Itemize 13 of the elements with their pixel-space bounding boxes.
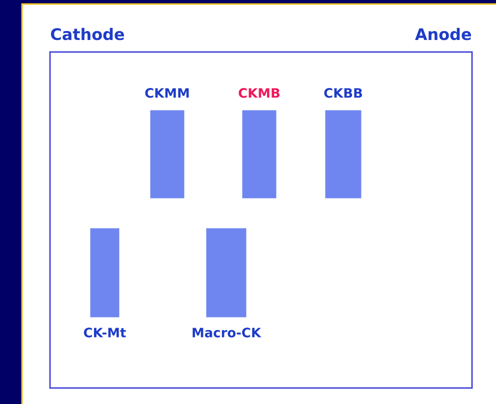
node-label: CKMB — [238, 88, 280, 98]
gel-frame — [49, 51, 473, 389]
band: Macro-CK — [192, 228, 262, 338]
node-label: CKMM — [145, 88, 189, 98]
band: CK-Mt — [84, 228, 126, 338]
band: CKMB — [238, 88, 280, 198]
band: CKBB — [324, 88, 362, 198]
electrode-label: Cathode — [51, 28, 124, 40]
band: CKMM — [145, 88, 189, 198]
node-label: CKBB — [324, 88, 362, 98]
electrode-label: Anode — [415, 28, 472, 40]
node-label: Macro-CK — [192, 328, 262, 338]
node-label: CK-Mt — [84, 328, 126, 338]
